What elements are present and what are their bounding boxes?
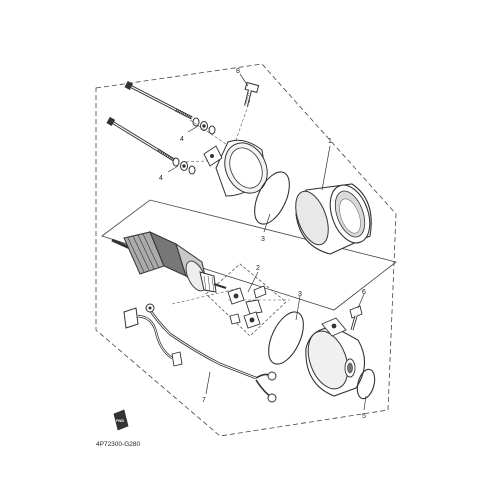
- o-ring-lower: [268, 311, 304, 365]
- screw-6-icon: [349, 305, 363, 331]
- armature-frame: [101, 199, 397, 311]
- fwd-badge: FWD: [113, 409, 129, 431]
- callout-6: 6: [362, 289, 366, 296]
- brush-holder-box: [205, 263, 287, 337]
- through-bolt-upper: [124, 80, 193, 120]
- brush-holder-parts: [227, 285, 267, 329]
- diagram-code: 4P72300-G280: [96, 441, 140, 448]
- callout-1: 1: [328, 138, 332, 145]
- o-ring-upper: [254, 171, 290, 225]
- bolt-8-icon: [244, 81, 260, 107]
- wire-harness: [123, 303, 277, 403]
- rear-end-cover: [305, 317, 366, 397]
- fwd-badge-label: FWD: [116, 419, 124, 423]
- callout-5: 5: [362, 413, 366, 420]
- callout-2: 2: [256, 265, 260, 272]
- washer-set-lower: [172, 157, 196, 175]
- callout-4-lower: 4: [159, 175, 163, 182]
- callout-4-upper: 4: [180, 136, 184, 143]
- armature-assembly: [111, 231, 227, 293]
- front-end-cover: [203, 139, 268, 197]
- callout-8: 8: [236, 68, 240, 75]
- callout-7: 7: [202, 397, 206, 404]
- assembly-boundary: [95, 63, 397, 437]
- through-bolt-lower: [106, 116, 175, 162]
- washer-set-upper: [192, 117, 216, 135]
- callout-3-lower: 3: [298, 291, 302, 298]
- yoke-housing: [295, 183, 372, 255]
- callout-leaders: [167, 73, 367, 411]
- callout-3-upper: 3: [261, 236, 265, 243]
- o-ring-5: [356, 368, 376, 400]
